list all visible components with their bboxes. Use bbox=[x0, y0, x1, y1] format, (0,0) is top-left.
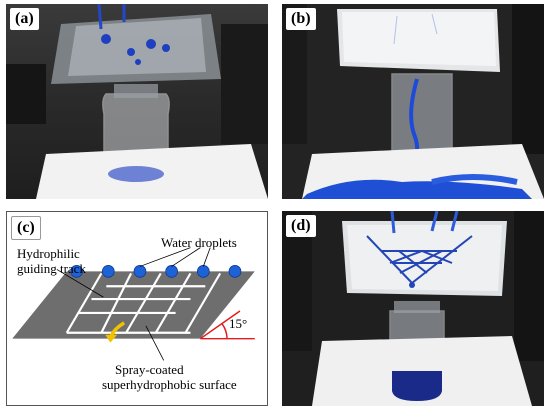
photo-droplets-falling-into-vial bbox=[6, 4, 268, 199]
surface-label-line1: Spray-coated bbox=[115, 362, 184, 377]
flow-arrow-icon bbox=[109, 321, 126, 337]
angle-indicator bbox=[199, 310, 255, 340]
photo-vial-overflowing bbox=[282, 4, 544, 199]
guiding-track-grid bbox=[65, 272, 222, 334]
panel-b-label: (b) bbox=[286, 8, 316, 30]
panel-c-label: (c) bbox=[11, 216, 41, 240]
surface-leader-line bbox=[145, 325, 165, 361]
panel-d-photo: (d) bbox=[282, 211, 544, 406]
track-leader-line bbox=[56, 269, 104, 298]
hydrophilic-label-line2: guiding track bbox=[17, 261, 86, 276]
panel-a-photo: (a) bbox=[6, 4, 268, 199]
panel-c-schematic: (c) Hydrophilic guiding track Water drop… bbox=[6, 211, 268, 406]
surface-label-line2: superhydrophobic surface bbox=[102, 377, 237, 392]
water-droplets bbox=[70, 265, 242, 278]
hydrophilic-label-line1: Hydrophilic bbox=[17, 246, 80, 261]
photo-guided-droplets-into-vial bbox=[282, 211, 544, 406]
panel-d-label: (d) bbox=[286, 215, 316, 237]
schematic-inclined-surface bbox=[12, 247, 255, 361]
droplet-leader-lines bbox=[139, 247, 211, 267]
panel-b-photo: (b) bbox=[282, 4, 544, 199]
angle-label: 15° bbox=[229, 316, 248, 331]
panel-a-label: (a) bbox=[10, 8, 39, 30]
water-droplets-label: Water droplets bbox=[161, 235, 237, 250]
superhydrophobic-surface bbox=[12, 271, 255, 339]
